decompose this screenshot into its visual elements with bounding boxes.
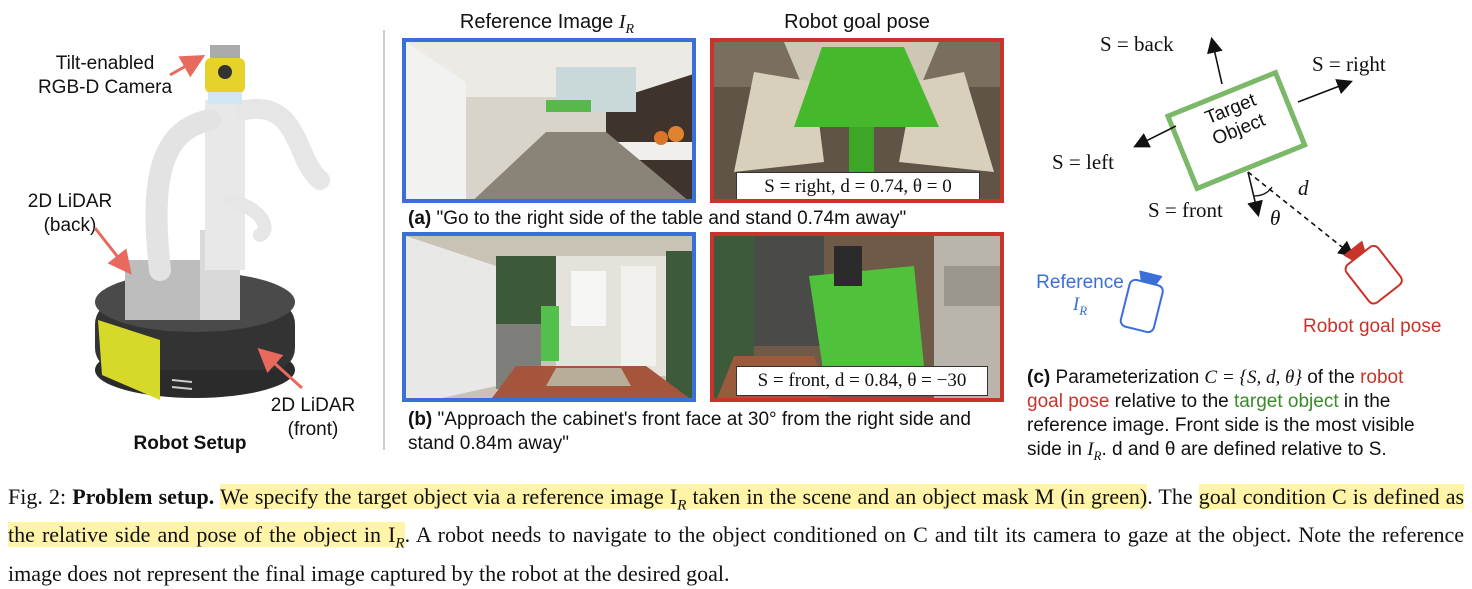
goal-pose-image-b: S = front, d = 0.84, θ = −30 xyxy=(710,232,1004,402)
reference-image-a xyxy=(402,38,696,203)
equation-box-a: S = right, d = 0.74, θ = 0 xyxy=(736,172,980,199)
theta-arc xyxy=(1253,186,1273,197)
label-d: d xyxy=(1298,176,1309,200)
label-s-front: S = front xyxy=(1148,198,1223,222)
label-s-right: S = right xyxy=(1312,52,1386,76)
label-s-left: S = left xyxy=(1052,150,1115,174)
figure-caption: Fig. 2: Problem setup. We specify the ta… xyxy=(8,484,1465,586)
robot-illustration xyxy=(95,45,330,400)
caption-b-text-line2: stand 0.84m away" xyxy=(408,433,569,454)
target-object-box xyxy=(1164,69,1308,192)
caption-c-line3: reference image. Front side is the most … xyxy=(1027,415,1415,436)
camera-label-line2: RGB-D Camera xyxy=(37,77,173,98)
kitchen-scene-b xyxy=(406,236,692,398)
lidar-back-label-line2: (back) xyxy=(43,215,97,236)
caption-c-line1: (c) Parameterization C = {S, d, θ} of th… xyxy=(1027,367,1404,388)
distance-dashed-line xyxy=(1247,171,1355,257)
parameterization-diagram xyxy=(1119,36,1403,334)
reference-label: Reference IR xyxy=(1030,272,1130,319)
caption-c-line4: side in IR. d and θ are defined relative… xyxy=(1027,439,1387,463)
label-theta: θ xyxy=(1270,206,1281,230)
caption-a: (a) "Go to the right side of the table a… xyxy=(408,207,1008,231)
reference-header-subscript: R xyxy=(625,22,635,37)
figure-title: Problem setup. xyxy=(72,484,215,509)
robot-setup-title: Robot Setup xyxy=(133,433,247,454)
label-s-back: S = back xyxy=(1100,32,1174,56)
reference-header-text: Reference Image xyxy=(459,11,614,33)
caption-rest: . A robot needs to navigate to the objec… xyxy=(8,522,1464,586)
equation-box-b: S = front, d = 0.84, θ = −30 xyxy=(736,366,988,396)
reference-image-b xyxy=(402,232,696,402)
robot-goal-pose-icon xyxy=(1343,240,1403,305)
reference-header-symbol: I xyxy=(618,11,626,33)
goal-pose-header: Robot goal pose xyxy=(784,11,930,33)
front-arrow xyxy=(1247,171,1263,218)
caption-b-label: (b) xyxy=(408,409,433,430)
goal-pose-image-a: S = right, d = 0.74, θ = 0 xyxy=(710,38,1004,203)
reference-label-text: Reference xyxy=(1036,272,1124,293)
caption-c-line2: goal pose relative to the target object … xyxy=(1027,391,1391,412)
panel-divider xyxy=(383,30,385,450)
figure-number: Fig. 2: xyxy=(8,484,67,509)
caption-b-line1: (b) "Approach the cabinet's front face a… xyxy=(408,408,1008,432)
caption-highlight-1: We specify the target object via a refer… xyxy=(219,484,1148,514)
caption-a-text: "Go to the right side of the table and s… xyxy=(436,208,907,229)
caption-c: (c) Parameterization C = {S, d, θ} of th… xyxy=(1027,366,1457,468)
lidar-back-label-line1: 2D LiDAR xyxy=(27,191,113,212)
lidar-front-label-line1: 2D LiDAR xyxy=(270,395,356,416)
kitchen-scene-a xyxy=(406,42,692,199)
robot-label-arrows xyxy=(93,55,304,390)
caption-a-label: (a) xyxy=(408,208,432,229)
lidar-front-label-line2: (front) xyxy=(287,419,339,440)
reference-camera-icon xyxy=(1119,270,1164,334)
back-arrow xyxy=(1207,36,1223,85)
camera-label-line1: Tilt-enabled xyxy=(55,53,155,74)
caption-b-text-line1: "Approach the cabinet's front face at 30… xyxy=(437,409,971,430)
robot-goal-pose-label: Robot goal pose xyxy=(1303,316,1442,337)
reference-image-header: Reference Image IR xyxy=(402,10,692,42)
left-arrow xyxy=(1133,125,1177,148)
reference-label-symbol: IR xyxy=(1072,294,1088,318)
caption-b: (b) "Approach the cabinet's front face a… xyxy=(408,408,1008,456)
right-arrow xyxy=(1297,79,1353,103)
